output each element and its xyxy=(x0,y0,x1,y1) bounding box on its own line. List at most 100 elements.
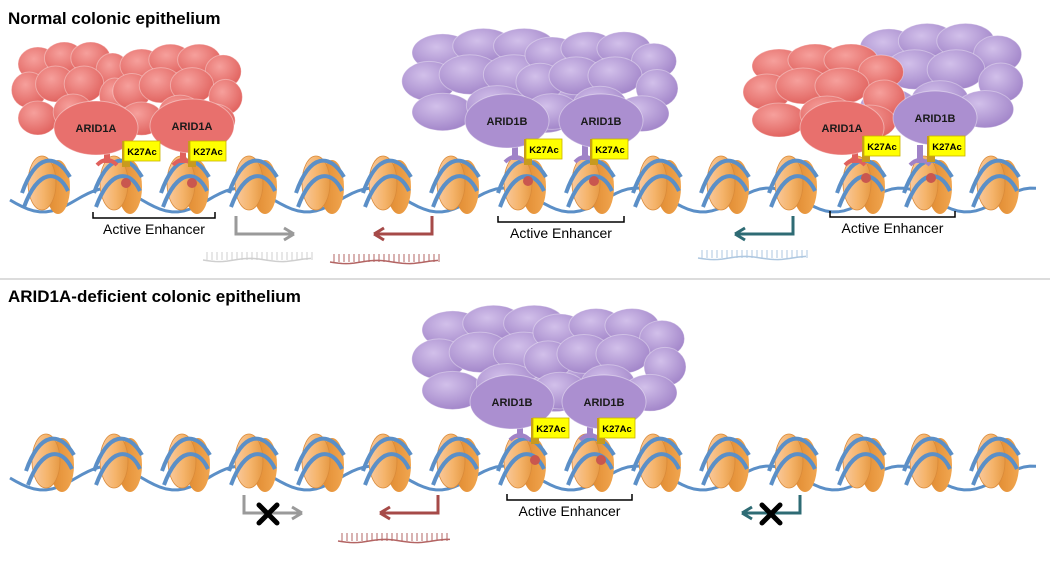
dna-wrap xyxy=(94,174,142,208)
enhancer-bracket xyxy=(506,494,633,501)
enhancer-label: Active Enhancer xyxy=(842,220,944,236)
histone-mark-label: K27Ac xyxy=(127,147,157,158)
dna-wrap xyxy=(767,436,819,472)
histone-mark-flag xyxy=(863,135,901,157)
dna-wrap xyxy=(294,158,346,194)
rna-strand xyxy=(337,538,450,544)
enhancer-bracket xyxy=(497,216,625,223)
dna-wrap xyxy=(24,436,76,472)
dna-wrap xyxy=(431,174,479,208)
nucleosome-icon xyxy=(92,155,144,214)
dna-wrap xyxy=(767,158,819,194)
dna-wrap xyxy=(701,174,749,208)
baf-complex-arid1a xyxy=(742,43,906,140)
dna-wrap xyxy=(837,452,885,486)
dna-wrap xyxy=(498,174,546,208)
nucleosome-icon xyxy=(767,433,819,492)
acetyl-dot xyxy=(926,173,936,183)
histone-mark-label: K27Ac xyxy=(867,142,897,153)
tether xyxy=(512,142,518,160)
promoter-arrow-icon xyxy=(735,216,795,236)
acetyl-dot xyxy=(861,173,871,183)
promoter-arrow-head xyxy=(741,505,753,521)
block-x-icon xyxy=(256,502,280,526)
dna-wrap xyxy=(363,452,411,486)
histone-mark-label: K27Ac xyxy=(536,424,566,435)
nucleosome-icon xyxy=(361,433,413,492)
dna-wrap xyxy=(26,452,74,486)
nucleosome-icon xyxy=(294,433,346,492)
dna-wrap xyxy=(92,436,144,472)
dna-wrap xyxy=(431,452,479,486)
panel-title-deficient: ARID1A-deficient colonic epithelium xyxy=(8,287,301,306)
tether-hook xyxy=(908,158,932,167)
nucleosome-icon xyxy=(361,155,413,214)
dna-wrap xyxy=(902,436,954,472)
arid-subunit-label: ARID1A xyxy=(822,123,863,135)
dna-wrap xyxy=(633,174,681,208)
dna-wrap xyxy=(229,452,277,486)
dna-wrap xyxy=(296,174,344,208)
arid-subunit-label: ARID1B xyxy=(915,113,956,125)
promoter-arrow-head xyxy=(379,505,391,521)
arid-subunit xyxy=(469,374,555,430)
nucleosome-icon xyxy=(227,433,279,492)
block-x-stroke xyxy=(759,502,783,526)
panel-title-normal: Normal colonic epithelium xyxy=(8,9,221,28)
nucleosome-icon xyxy=(227,155,279,214)
histone-mark-flag xyxy=(123,140,161,162)
nucleosome-icon xyxy=(294,155,346,214)
protein-subunit xyxy=(411,92,474,132)
dna-wrap xyxy=(429,436,481,472)
arid-subunit-label: ARID1B xyxy=(584,397,625,409)
dna-wrap xyxy=(971,174,1019,208)
dna-wrap xyxy=(566,174,614,208)
arid-subunit-label: ARID1B xyxy=(492,397,533,409)
arid-subunit-label: ARID1B xyxy=(487,116,528,128)
tether xyxy=(917,145,923,163)
arid-subunit-label: ARID1A xyxy=(76,123,117,135)
tether xyxy=(517,420,523,438)
nucleosome-icon xyxy=(160,433,212,492)
tether-hook xyxy=(95,158,119,167)
histone-mark-flag xyxy=(189,140,227,162)
nucleosome-icon xyxy=(902,155,954,214)
nucleosome-icon xyxy=(902,433,954,492)
nucleosome-icon xyxy=(564,433,616,492)
tether xyxy=(180,145,186,163)
histone-mark-label: K27Ac xyxy=(595,145,625,156)
transcript-icon xyxy=(697,250,808,261)
nucleosome-icon xyxy=(835,433,887,492)
promoter-arrow-icon xyxy=(380,495,440,515)
dna-wrap xyxy=(564,436,616,472)
transcript-icon xyxy=(202,252,313,263)
nucleosome-icon xyxy=(24,433,76,492)
dna-wrap xyxy=(769,452,817,486)
nucleosome-icon xyxy=(496,433,548,492)
dna-wrap xyxy=(363,174,411,208)
dna-wrap xyxy=(633,452,681,486)
nucleosome-icon xyxy=(969,155,1021,214)
dna-wrap xyxy=(22,174,70,208)
enhancer-bracket xyxy=(92,212,216,219)
acetyl-dot xyxy=(589,176,599,186)
dna-wrap xyxy=(969,158,1021,194)
arid-subunit-label: ARID1A xyxy=(172,121,213,133)
dna-wrap xyxy=(162,452,210,486)
histone-mark-label: K27Ac xyxy=(529,145,559,156)
acetyl-dot xyxy=(530,455,540,465)
dna-wrap xyxy=(361,158,413,194)
dna-wrap xyxy=(769,174,817,208)
dna-wrap xyxy=(227,436,279,472)
enhancer-bracket xyxy=(829,211,956,218)
nucleosome-icon xyxy=(631,155,683,214)
promoter-arrow-icon xyxy=(242,495,302,515)
dna-wrap xyxy=(92,158,144,194)
dna-wrap xyxy=(161,174,209,208)
promoter-arrow-head xyxy=(734,226,746,242)
dna-wrap xyxy=(701,452,749,486)
dna-wrap xyxy=(498,452,546,486)
dna-wrap xyxy=(969,436,1021,472)
